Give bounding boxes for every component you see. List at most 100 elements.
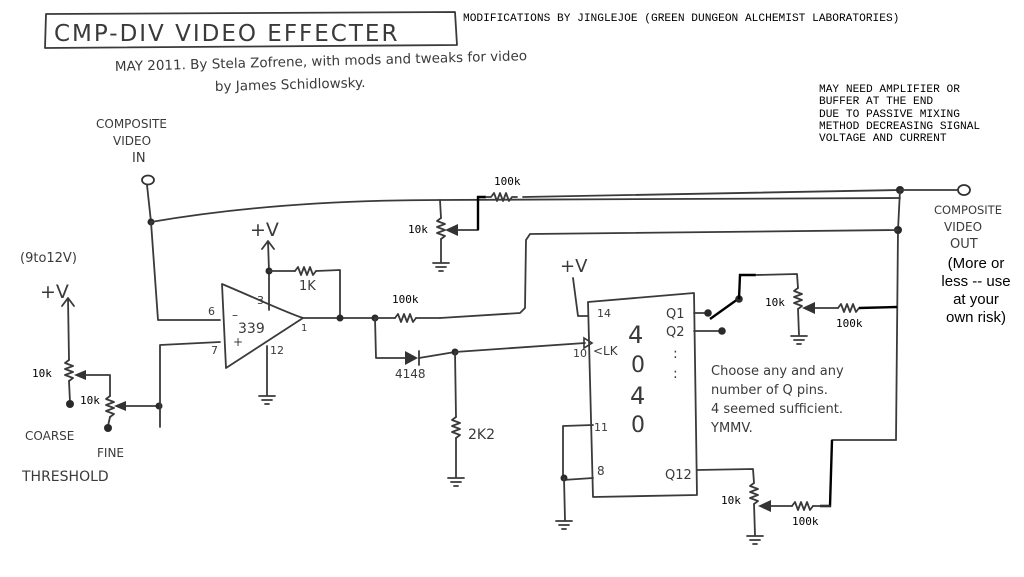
output-label-line1: COMPOSITE	[934, 203, 1002, 217]
counter-digit3: 4	[630, 382, 645, 410]
counter-q2: Q2	[666, 325, 685, 340]
counter-pin10: 10	[573, 347, 587, 360]
diode-symbol	[405, 351, 418, 365]
amplifier-note-line: VOLTAGE AND CURRENT	[819, 133, 947, 146]
comparator-plus: +	[233, 335, 243, 349]
switch-contact-q2	[718, 327, 726, 335]
coarse-pot-end	[66, 400, 74, 408]
input-pot-wiper-arrow	[445, 224, 458, 236]
counter-pin14: 14	[597, 307, 611, 320]
q-select-switch	[709, 298, 739, 320]
input-label-line3: IN	[132, 151, 146, 166]
output-warning-line: own risk)	[945, 309, 1006, 326]
counter-plus-v: +V	[560, 256, 588, 277]
comparator-pin3: 3	[257, 294, 264, 307]
threshold-plus-v: +V	[40, 281, 69, 303]
junction-dot	[336, 314, 344, 322]
q12-pot-ground	[746, 535, 764, 545]
input-pot-ground	[432, 262, 450, 272]
comparator-plus-v: +V	[250, 219, 279, 241]
amplifier-note-line: MAY NEED AMPLIFIER OR	[819, 84, 960, 96]
fine-pot-wiper-arrow	[114, 401, 126, 411]
diode-label: 4148	[395, 367, 426, 381]
counter-ground	[555, 520, 573, 530]
coarse-pot-resistor	[64, 359, 74, 382]
q-note-line2: number of Q pins.	[711, 383, 828, 398]
q-note-line1: Choose any and any	[711, 364, 844, 379]
counter-clk-label: <LK	[593, 344, 619, 358]
comparator-pin6: 6	[208, 305, 215, 318]
q1-resistor	[837, 303, 860, 313]
fine-pot-resistor	[105, 395, 115, 418]
pulldown-label: 2K2	[468, 427, 495, 443]
output-label-line2: VIDEO	[944, 220, 982, 234]
comparator-pin1: 1	[301, 323, 307, 334]
input-mix-resistor	[485, 192, 518, 202]
fine-pot-end	[104, 424, 112, 432]
byline-line2: by James Schidlowsky.	[215, 75, 366, 95]
threshold-label: THRESHOLD	[21, 469, 109, 485]
modifications-note: MODIFICATIONS BY JINGLEJOE (GREEN DUNGEO…	[463, 13, 900, 25]
counter-q12: Q12	[665, 468, 692, 483]
counter-ellipsis2: :	[673, 366, 678, 382]
clk-arrow	[583, 336, 594, 350]
q1-pot-ground	[790, 335, 808, 345]
amplifier-note: MAY NEED AMPLIFIER OR BUFFER AT THE END …	[819, 84, 980, 145]
counter-pin11: 11	[594, 421, 608, 434]
output-label: COMPOSITE VIDEO OUT	[934, 203, 1002, 252]
q12-resistor	[791, 501, 814, 511]
comp-mix-resistor	[394, 313, 417, 323]
input-mix-res-label: 100k	[494, 175, 521, 188]
fine-label: FINE	[97, 446, 124, 460]
q12-res-label: 100k	[792, 515, 819, 528]
output-warning-line: at your	[953, 291, 999, 308]
counter-pin8: 8	[597, 464, 605, 478]
counter-digit2: 0	[631, 353, 645, 378]
input-label-line2: VIDEO	[113, 134, 151, 148]
counter-digit1: 4	[628, 321, 643, 349]
coarse-pot-label: 10k	[32, 367, 52, 380]
q1-pot-resistor	[793, 287, 803, 310]
comparator-pin12: 12	[270, 344, 284, 357]
vplus-arrow	[61, 297, 75, 361]
switch-contact-q1	[704, 309, 712, 317]
junction-dot	[155, 402, 163, 410]
output-warning-line: less -- use	[941, 273, 1011, 290]
q1-pot-wiper-arrow	[802, 302, 815, 314]
q12-pot-wiper-arrow	[758, 500, 771, 512]
input-terminal	[141, 174, 155, 186]
amplifier-note-line: BUFFER AT THE END	[819, 96, 934, 109]
amplifier-note-line: METHOD DECREASING SIGNAL	[819, 120, 981, 133]
q1-pot-label: 10k	[765, 296, 785, 309]
pullup-resistor	[294, 266, 317, 276]
comparator-ground	[258, 395, 276, 405]
coarse-label: COARSE	[25, 429, 74, 443]
q1-res-label: 100k	[836, 317, 863, 330]
counter-ellipsis1: :	[673, 346, 678, 362]
amplifier-note-line: DUE TO PASSIVE MIXING	[819, 108, 960, 121]
q12-pot-label: 10k	[721, 494, 741, 507]
counter-box	[587, 292, 698, 498]
q12-pot-resistor	[749, 482, 759, 505]
comparator-part: 339	[238, 321, 265, 337]
pullup-label: 1K	[299, 279, 316, 294]
title-text: CMP-DIV VIDEO EFFECTER	[54, 21, 399, 47]
supply-range-label: (9to12V)	[20, 251, 77, 266]
counter-q1: Q1	[666, 307, 685, 322]
comparator-pin7: 7	[211, 344, 218, 357]
byline-line1: MAY 2011. By Stela Zofrene, with mods an…	[115, 48, 528, 75]
comparator-minus: –	[232, 308, 238, 322]
title-box	[44, 11, 458, 49]
pulldown-ground	[447, 477, 465, 487]
comp-mix-res-label: 100k	[392, 293, 419, 306]
output-warning: (More or less -- use at your own risk)	[928, 255, 1024, 327]
output-warning-line: (More or	[947, 255, 1005, 272]
output-terminal	[957, 184, 971, 196]
pulldown-resistor	[451, 416, 461, 439]
input-label: COMPOSITE VIDEO IN	[96, 117, 167, 166]
q-note-line3: 4 seemed sufficient.	[711, 402, 843, 417]
input-label-line1: COMPOSITE	[96, 117, 167, 131]
coarse-pot-wiper-arrow	[74, 370, 86, 380]
input-pot-label: 10k	[408, 223, 428, 236]
